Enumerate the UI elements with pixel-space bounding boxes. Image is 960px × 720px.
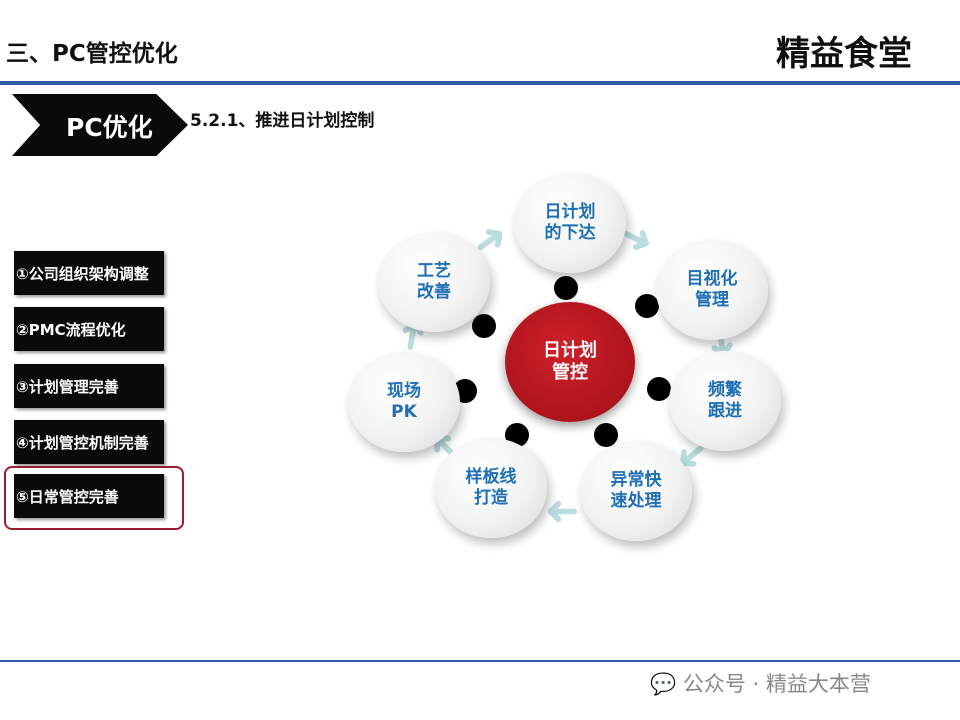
header-divider [0,81,960,85]
menu-item-5[interactable]: ⑤日常管控完善 [14,474,164,518]
active-menu-highlight [4,466,184,530]
watermark: 💬 公众号 · 精益大本营 [650,668,871,698]
watermark-text: 公众号 · 精益大本营 [682,672,871,696]
section-chevron-badge [12,94,188,156]
node-model-line: 样板线 打造 [435,438,547,538]
node-daily-plan-release: 日计划 的下达 [514,173,626,273]
center-node-daily-plan-control: 日计划 管控 [505,302,635,422]
section-badge-label: PC优化 [66,113,153,142]
node-process-improvement: 工艺 改善 [378,232,490,332]
menu-item-1[interactable]: ①公司组织架构调整 [14,251,164,295]
section-subtitle: 5.2.1、推进日计划控制 [190,111,375,131]
connector-dot [554,276,578,300]
node-frequent-follow-up: 频繁 跟进 [669,351,781,451]
connector-dot [594,423,618,447]
node-onsite-pk: 现场 PK [348,352,460,452]
node-visual-management: 目视化 管理 [656,240,768,340]
menu-item-4[interactable]: ④计划管控机制完善 [14,420,164,464]
connector-dot [635,294,659,318]
wechat-icon: 💬 [650,672,683,696]
menu-item-3[interactable]: ③计划管理完善 [14,364,164,408]
menu-item-2[interactable]: ②PMC流程优化 [14,307,164,351]
brand-title: 精益食堂 [776,34,912,74]
node-exception-handling: 异常快 速处理 [580,441,692,541]
page-title: 三、PC管控优化 [6,41,178,67]
arrow-icon: ➜ [545,489,579,535]
connector-dot [472,314,496,338]
footer-divider [0,660,960,662]
connector-dot [647,377,671,401]
